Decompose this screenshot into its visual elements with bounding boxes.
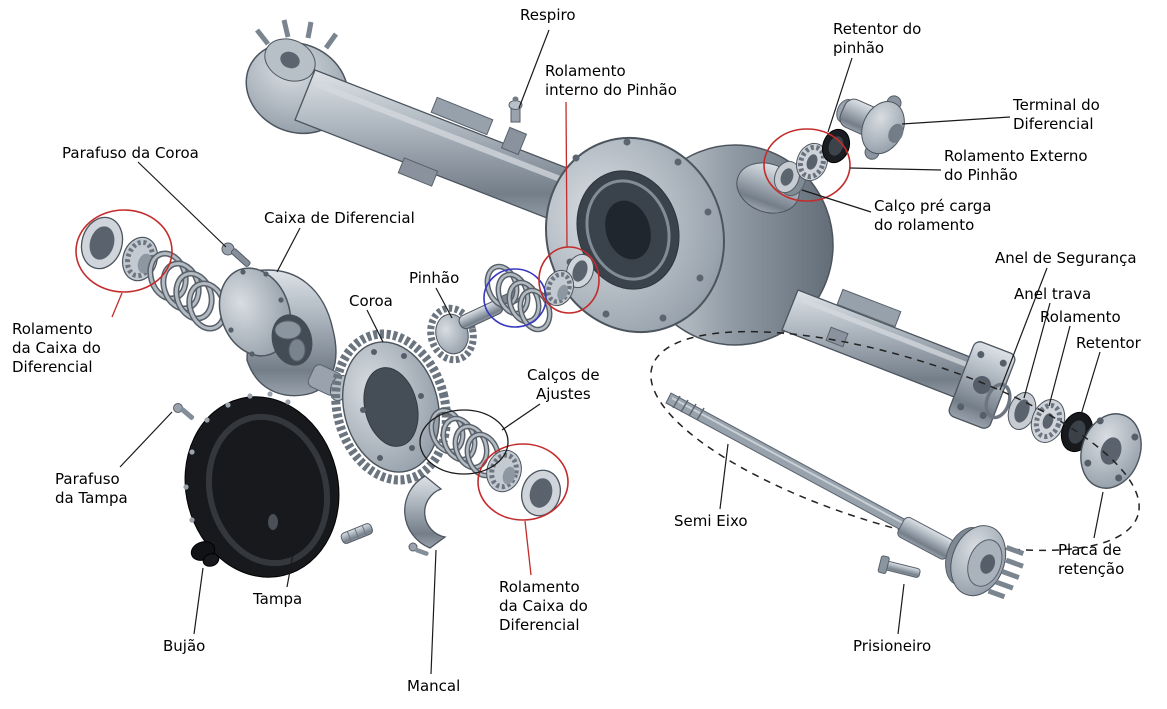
small-bolt	[408, 542, 429, 556]
leader-coroa	[366, 309, 384, 343]
highlight-red-inner-bearing	[538, 246, 600, 314]
diff-case-bearing-lower	[486, 449, 561, 517]
hub-flange	[945, 525, 1025, 600]
label-parafuso-da-tampa: Parafuso da Tampa	[55, 470, 128, 507]
adjusting-shims	[428, 407, 502, 479]
label-retentor-do-pinhao: Retentor do pinhão	[833, 20, 922, 57]
shim-spring-left	[147, 250, 228, 332]
leader-parafuso-coroa	[137, 161, 227, 248]
axle-shaft	[665, 392, 1025, 600]
label-parafuso-da-coroa: Parafuso da Coroa	[62, 144, 199, 162]
label-rolamento: Rolamento	[1040, 308, 1121, 326]
bearing-cap	[404, 475, 447, 549]
label-prisioneiro: Prisioneiro	[853, 637, 932, 655]
drain-plug	[190, 541, 220, 567]
retention-plate	[1080, 413, 1142, 489]
leader-retentor-pinhao	[827, 57, 853, 133]
leader-mancal	[430, 549, 437, 675]
highlight-red-left-bearing	[75, 209, 173, 293]
pinion-shim-spring	[484, 263, 553, 333]
label-rolamento-caixa-diferencial-inf: Rolamento da Caixa do Diferencial	[499, 578, 588, 634]
label-bujao: Bujão	[163, 637, 206, 655]
highlight-blue-shim-spring	[483, 268, 547, 328]
leader-parafuso-tampa	[119, 411, 173, 468]
leader-respiro	[518, 29, 550, 109]
snap-ring	[984, 382, 1012, 420]
leader-rolamento-externo	[849, 167, 942, 171]
leader-lines	[119, 29, 1104, 675]
label-retentor: Retentor	[1076, 334, 1141, 352]
label-semi-eixo: Semi Eixo	[674, 512, 748, 530]
ring-gear-bolt	[221, 242, 251, 267]
leader-rolamento-caixa-esq	[111, 292, 123, 318]
label-anel-trava: Anel trava	[1014, 285, 1092, 303]
ring-gear	[331, 329, 451, 485]
leader-bujao	[193, 567, 204, 635]
label-terminal-do-diferencial: Terminal do Diferencial	[1013, 96, 1100, 133]
label-pinhao: Pinhão	[409, 269, 460, 287]
leader-tampa	[286, 515, 301, 588]
label-placa-de-retencao: Placa de retenção	[1058, 541, 1125, 578]
leader-terminal	[901, 116, 1011, 125]
breather-valve	[508, 96, 523, 123]
leader-rolamento-caixa-inf	[524, 520, 532, 576]
leader-semi-eixo	[719, 443, 729, 510]
roll-pin	[340, 523, 374, 544]
highlight-red-pinion-retainer	[763, 128, 851, 202]
right-end-flange	[948, 341, 1016, 429]
leader-pinhao	[435, 287, 453, 319]
label-calco-pre-carga: Calço pré carga do rolamento	[874, 197, 992, 234]
leader-caixa-diferencial	[276, 227, 301, 273]
leader-retentor-right	[1079, 351, 1101, 419]
leader-rolamento-right	[1048, 325, 1071, 407]
label-calcos-de-ajustes: Calços de Ajustes	[527, 366, 600, 403]
pinion-gear	[427, 290, 520, 364]
leader-calcos	[501, 403, 541, 431]
differential-case	[218, 267, 351, 402]
preload-shim	[773, 160, 801, 194]
label-rolamento-externo-do-pinhao: Rolamento Externo do Pinhão	[944, 147, 1088, 184]
housing-face	[544, 136, 726, 334]
leader-rolamento-interno	[565, 101, 568, 248]
cover-bolt	[173, 403, 195, 420]
leader-calco-pre-carga	[801, 189, 872, 213]
cover-plate	[183, 391, 340, 578]
highlight-black-shims	[419, 409, 509, 475]
label-tampa: Tampa	[253, 590, 303, 608]
label-coroa: Coroa	[349, 292, 393, 310]
highlight-red-lower-bearing	[477, 443, 569, 521]
label-caixa-de-diferencial: Caixa de Diferencial	[264, 209, 415, 227]
leader-anel-seguranca	[999, 267, 1048, 391]
leader-placa-retencao	[1093, 491, 1104, 539]
label-rolamento-interno-pinhao: Rolamento interno do Pinhão	[545, 62, 677, 99]
leader-anel-trava	[1023, 302, 1051, 399]
label-respiro: Respiro	[520, 6, 576, 24]
differential-yoke	[836, 95, 905, 160]
leader-prisioneiro	[897, 583, 905, 635]
pinion-inner-bearing	[543, 253, 595, 307]
label-anel-de-seguranca: Anel de Segurança	[995, 249, 1137, 267]
leader-lines-red	[111, 101, 568, 576]
wheel-stud	[877, 555, 921, 578]
label-mancal: Mancal	[407, 677, 461, 695]
diff-case-bearing-race-left	[80, 216, 124, 270]
pinion-outer-bearing	[795, 142, 829, 182]
axle-shaft-loop	[650, 330, 1140, 552]
lock-ring	[1007, 392, 1037, 430]
label-rolamento-caixa-diferencial-esq: Rolamento da Caixa do Diferencial	[12, 320, 101, 376]
